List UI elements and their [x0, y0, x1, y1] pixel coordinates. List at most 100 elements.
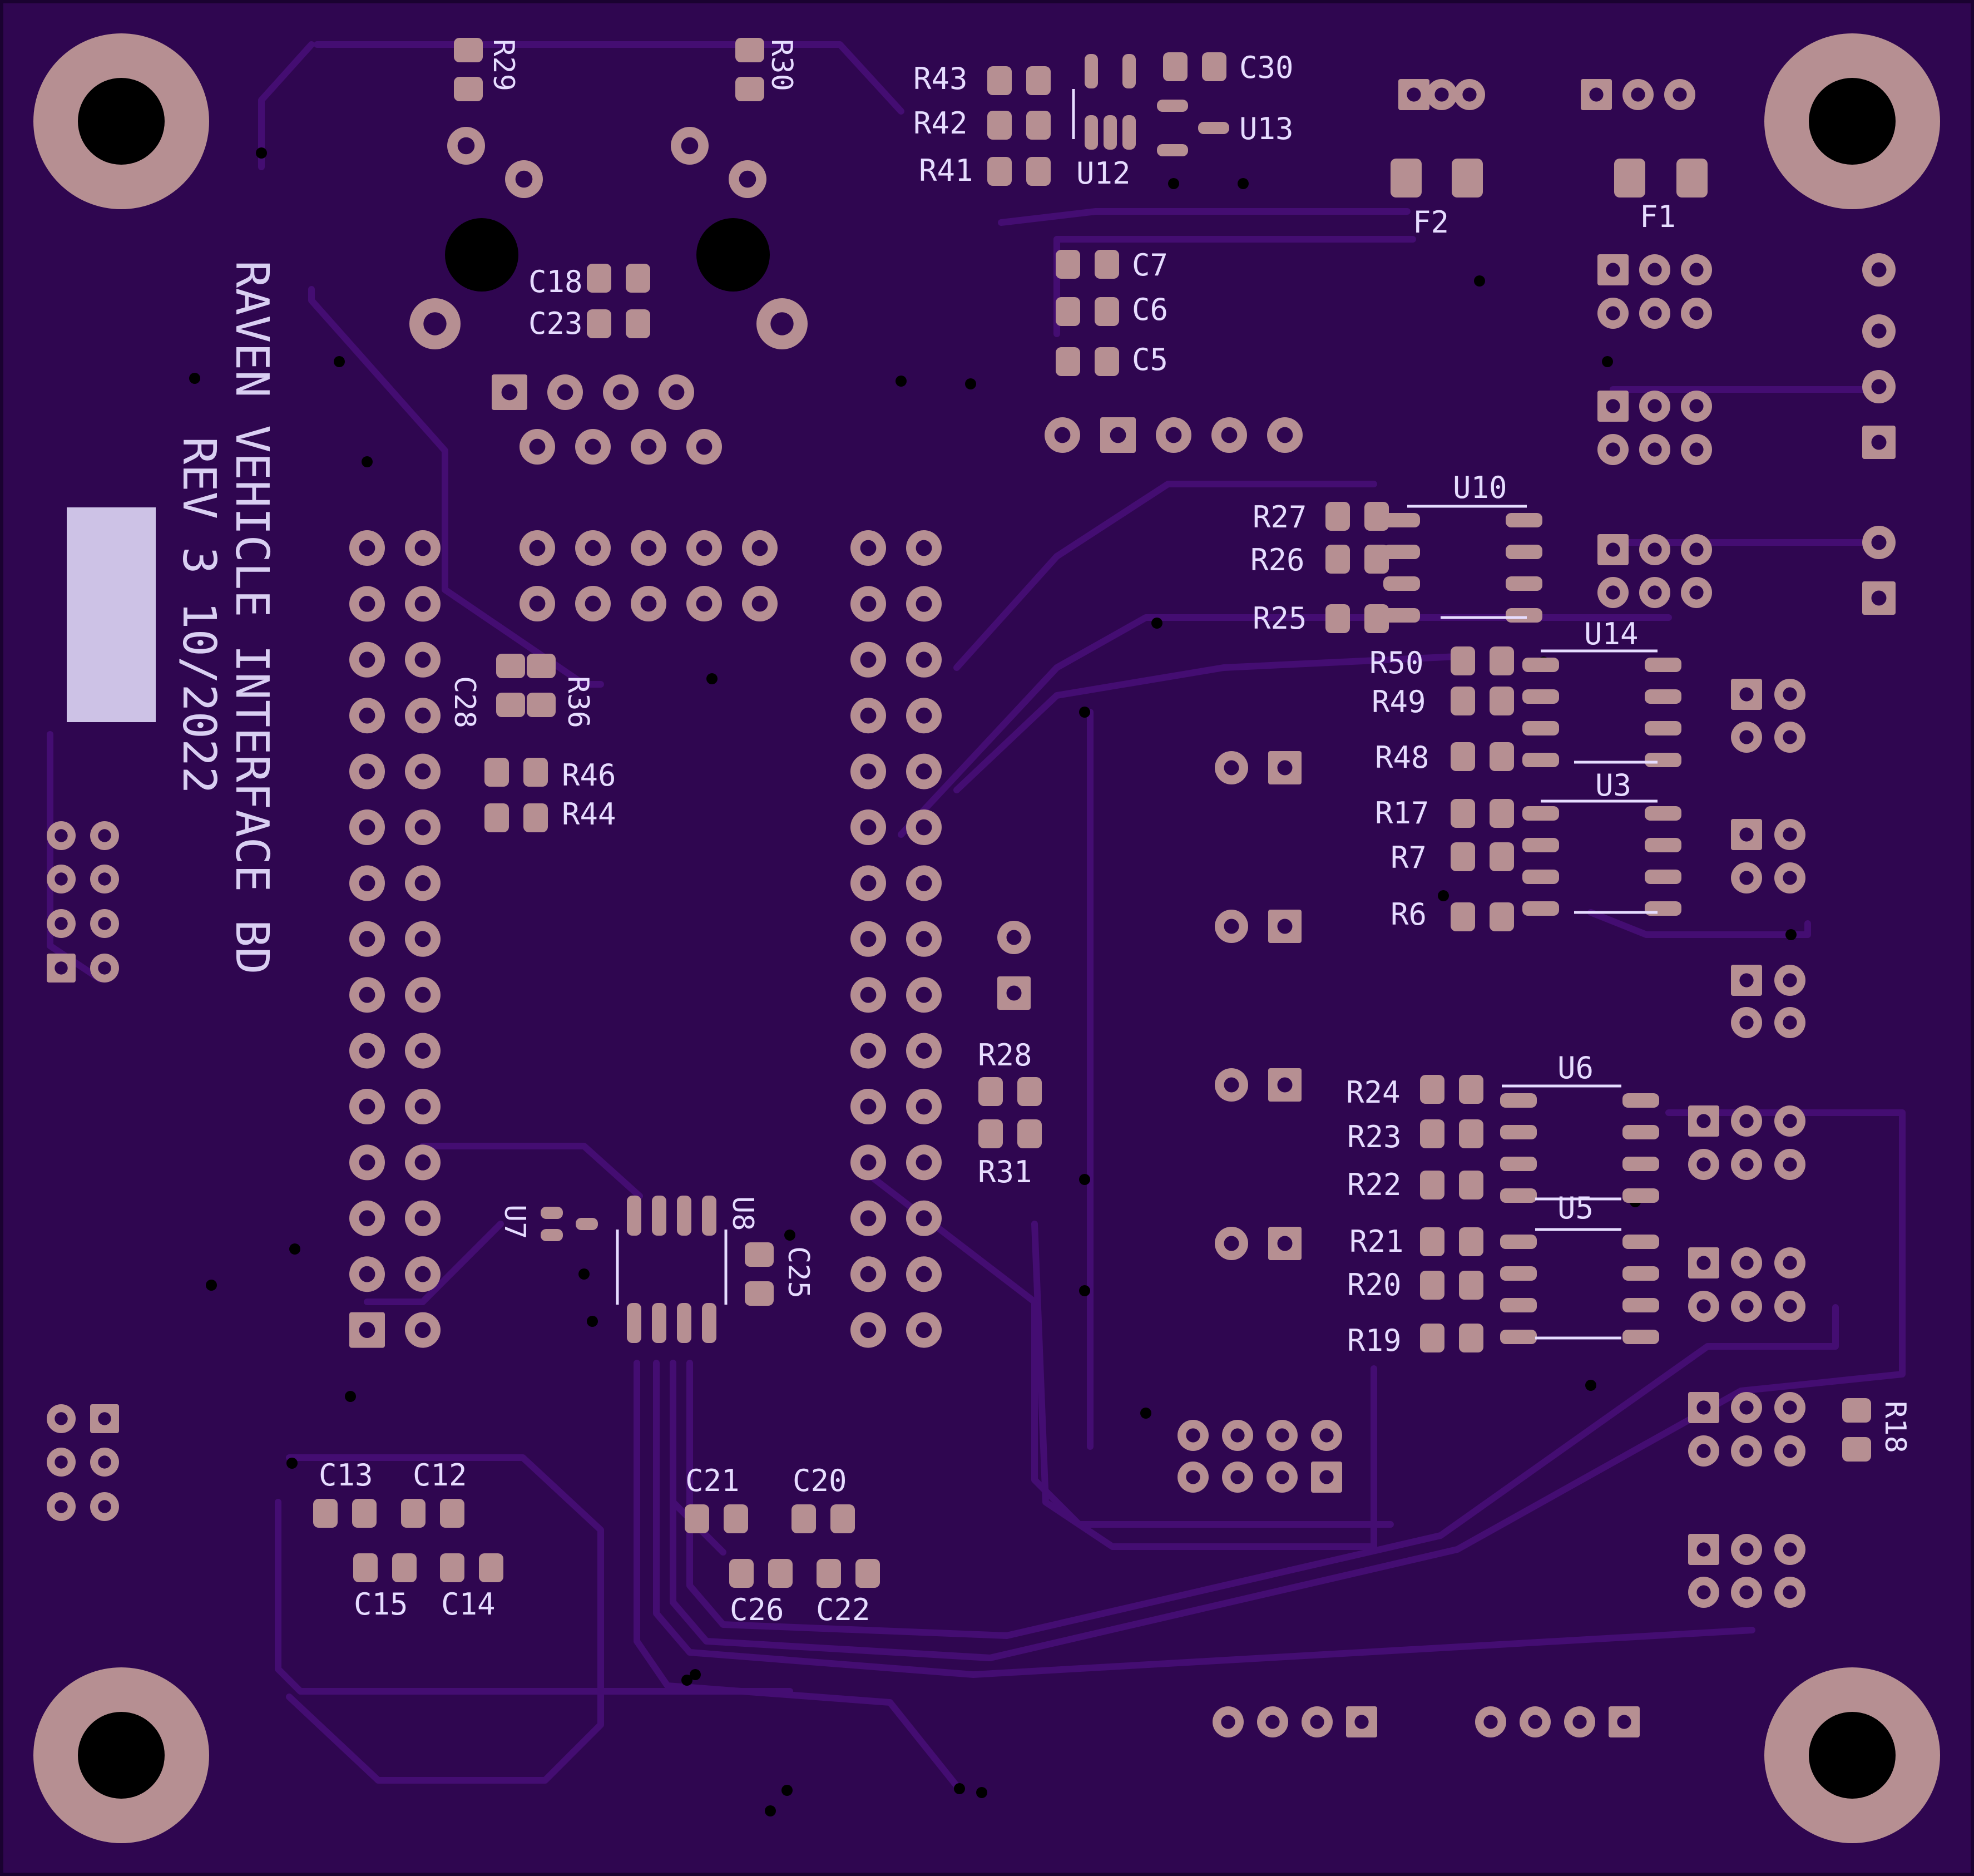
pad-hole — [1739, 1256, 1754, 1270]
pad-hole — [414, 1266, 431, 1282]
smd-pad — [1391, 159, 1422, 198]
smd-pad — [541, 1207, 563, 1219]
smd-pad — [1364, 502, 1389, 531]
via — [1140, 1408, 1151, 1419]
smd-pad — [1842, 1437, 1871, 1462]
copper-trace — [998, 208, 1411, 226]
smd-pad — [1622, 1235, 1659, 1249]
smd-pad — [1451, 842, 1475, 871]
via — [1168, 178, 1179, 189]
smd-pad — [830, 1504, 855, 1533]
pad-hole — [515, 170, 533, 188]
smd-pad — [587, 309, 611, 338]
pad-hole — [1739, 973, 1754, 988]
pad-hole — [414, 1154, 431, 1171]
smd-pad — [1451, 742, 1475, 771]
pad-hole — [55, 872, 68, 886]
designator-u5: U5 — [1557, 1191, 1594, 1226]
smd-pad — [1522, 721, 1559, 735]
pad-hole — [55, 1412, 68, 1425]
pad-hole — [1696, 1256, 1711, 1270]
pad-hole — [1648, 263, 1662, 277]
smd-pad — [1383, 545, 1420, 559]
pad-hole — [414, 1043, 431, 1059]
pad-hole — [1589, 87, 1604, 102]
designator-c6: C6 — [1132, 292, 1168, 327]
copper-trace — [634, 1360, 960, 1789]
pad-hole — [359, 1098, 375, 1115]
designator-c25: C25 — [781, 1246, 815, 1299]
smd-pad — [1383, 513, 1420, 527]
pad-hole — [916, 986, 932, 1003]
pad-hole — [640, 540, 657, 556]
pad-hole — [1617, 1715, 1631, 1729]
via — [345, 1391, 356, 1402]
via — [690, 1669, 701, 1680]
pad-hole — [98, 829, 111, 842]
pad-hole — [414, 596, 431, 612]
pad-hole — [1783, 1444, 1797, 1458]
smd-pad — [1500, 1093, 1537, 1108]
mounting-holes — [33, 33, 1940, 1843]
via — [1474, 275, 1485, 287]
via — [1438, 890, 1449, 901]
pad-hole — [696, 595, 713, 612]
pad-hole — [1631, 87, 1645, 102]
pad-hole — [1696, 1157, 1711, 1172]
pad-hole — [359, 707, 375, 724]
smd-pad — [987, 157, 1012, 186]
designator-u12: U12 — [1076, 156, 1131, 191]
pad-hole — [98, 872, 111, 886]
silkscreen-designators: R29 R30 R43 R42 R41 U12 C30 U13 F2 F1 C1… — [319, 39, 1912, 1627]
pad-hole — [359, 819, 375, 836]
copper-traces — [47, 41, 1906, 1789]
smd-pad — [1506, 513, 1542, 527]
pad-hole — [359, 931, 375, 947]
copper-trace — [864, 1171, 1394, 1528]
smd-pad — [1364, 604, 1389, 633]
smd-pad — [1383, 576, 1420, 591]
pad-hole — [98, 1455, 111, 1469]
pad-hole — [1407, 87, 1421, 102]
copper-trace — [419, 1143, 643, 1199]
designator-r27: R27 — [1253, 500, 1307, 535]
pad-hole — [916, 819, 932, 836]
pad-hole — [1739, 1585, 1754, 1599]
pad-hole — [529, 595, 546, 612]
smd-pad — [1645, 806, 1681, 821]
designator-r48: R48 — [1375, 740, 1429, 775]
smd-pad — [1500, 1330, 1537, 1344]
pad-hole — [1186, 1428, 1200, 1443]
pad-hole — [1648, 306, 1662, 320]
pad-hole — [1739, 1114, 1754, 1128]
smd-pad — [484, 758, 509, 787]
pad-hole — [916, 1266, 932, 1282]
smd-pad — [1325, 604, 1350, 633]
via — [1238, 178, 1249, 189]
designator-f2: F2 — [1413, 205, 1449, 240]
smd-pad — [1163, 52, 1188, 81]
smd-pad — [1522, 838, 1559, 852]
designator-r31: R31 — [978, 1154, 1032, 1189]
pad-hole — [860, 1266, 877, 1282]
pad-hole — [1739, 871, 1754, 885]
pad-hole — [1739, 827, 1754, 842]
pad-hole — [55, 1500, 68, 1513]
designator-c18: C18 — [528, 264, 583, 299]
pad-hole — [1606, 442, 1620, 457]
smd-pad — [1622, 1093, 1659, 1108]
smd-pad — [1500, 1157, 1537, 1171]
pad-hole — [55, 1455, 68, 1469]
smd-pad — [1325, 545, 1350, 574]
smd-pad — [1420, 1227, 1444, 1256]
via — [578, 1268, 590, 1280]
designator-r7: R7 — [1391, 840, 1427, 875]
designator-r22: R22 — [1347, 1167, 1402, 1202]
smd-pad — [1490, 902, 1514, 931]
smd-pad — [1622, 1188, 1659, 1203]
copper-trace — [364, 1221, 504, 1305]
smd-pad — [523, 803, 548, 832]
pad-hole — [414, 763, 431, 779]
smd-pad — [1522, 901, 1559, 916]
